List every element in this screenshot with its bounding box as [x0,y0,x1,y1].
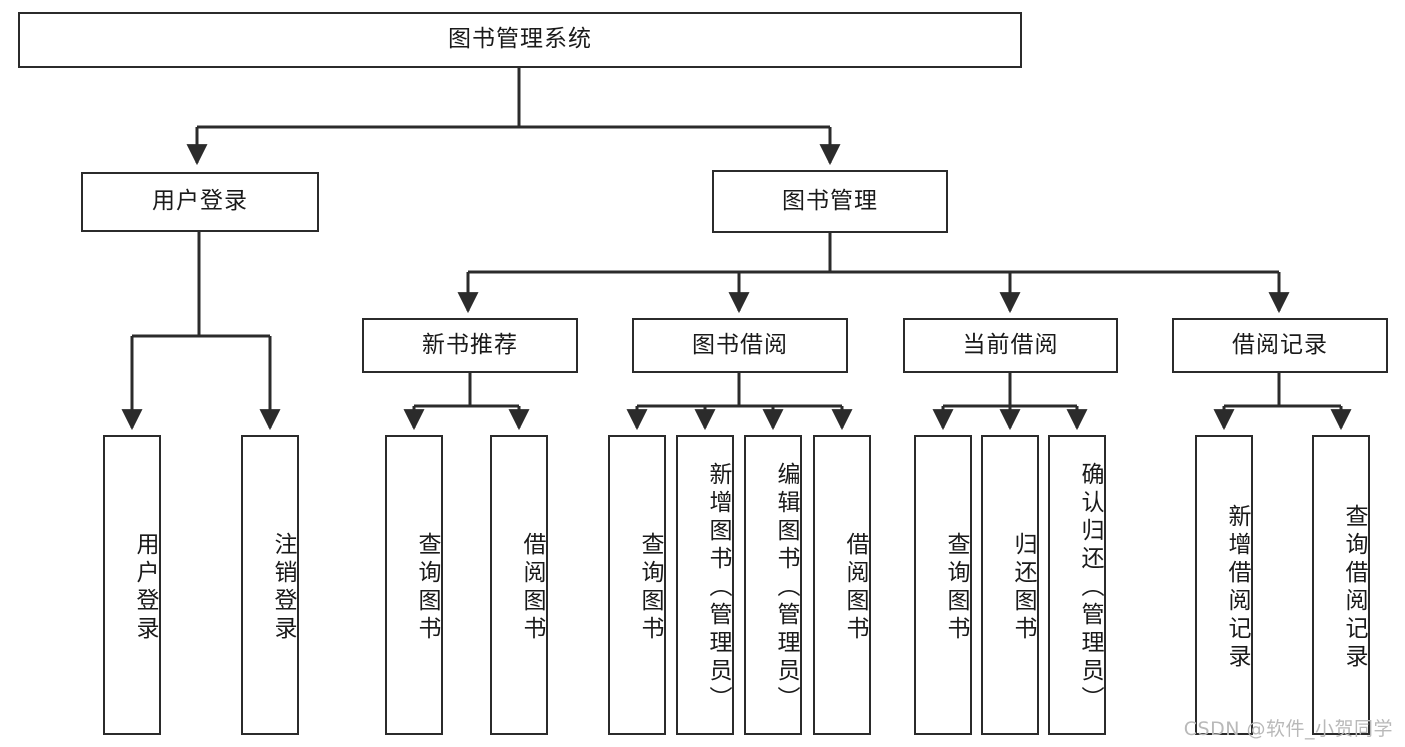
node-leaf-confirm-return[interactable]: 确认归还（管理员） [1048,435,1106,735]
node-user-login[interactable]: 用户登录 [81,172,319,232]
node-leaf-add-record[interactable]: 新增借阅记录 [1195,435,1253,735]
node-leaf-borrow-book-2[interactable]: 借阅图书 [813,435,871,735]
node-current-borrow[interactable]: 当前借阅 [903,318,1118,373]
node-leaf-user-login[interactable]: 用户登录 [103,435,161,735]
node-leaf-query-book-2[interactable]: 查询图书 [608,435,666,735]
node-leaf-query-book-1[interactable]: 查询图书 [385,435,443,735]
node-leaf-user-logout[interactable]: 注销登录 [241,435,299,735]
node-leaf-edit-book[interactable]: 编辑图书（管理员） [744,435,802,735]
node-leaf-query-record[interactable]: 查询借阅记录 [1312,435,1370,735]
node-borrow-record[interactable]: 借阅记录 [1172,318,1388,373]
node-leaf-borrow-book-1[interactable]: 借阅图书 [490,435,548,735]
node-book-borrow[interactable]: 图书借阅 [632,318,848,373]
node-book-manage[interactable]: 图书管理 [712,170,948,233]
node-leaf-query-book-3[interactable]: 查询图书 [914,435,972,735]
node-new-book-recommend[interactable]: 新书推荐 [362,318,578,373]
node-root[interactable]: 图书管理系统 [18,12,1022,68]
node-leaf-return-book[interactable]: 归还图书 [981,435,1039,735]
node-leaf-add-book[interactable]: 新增图书（管理员） [676,435,734,735]
